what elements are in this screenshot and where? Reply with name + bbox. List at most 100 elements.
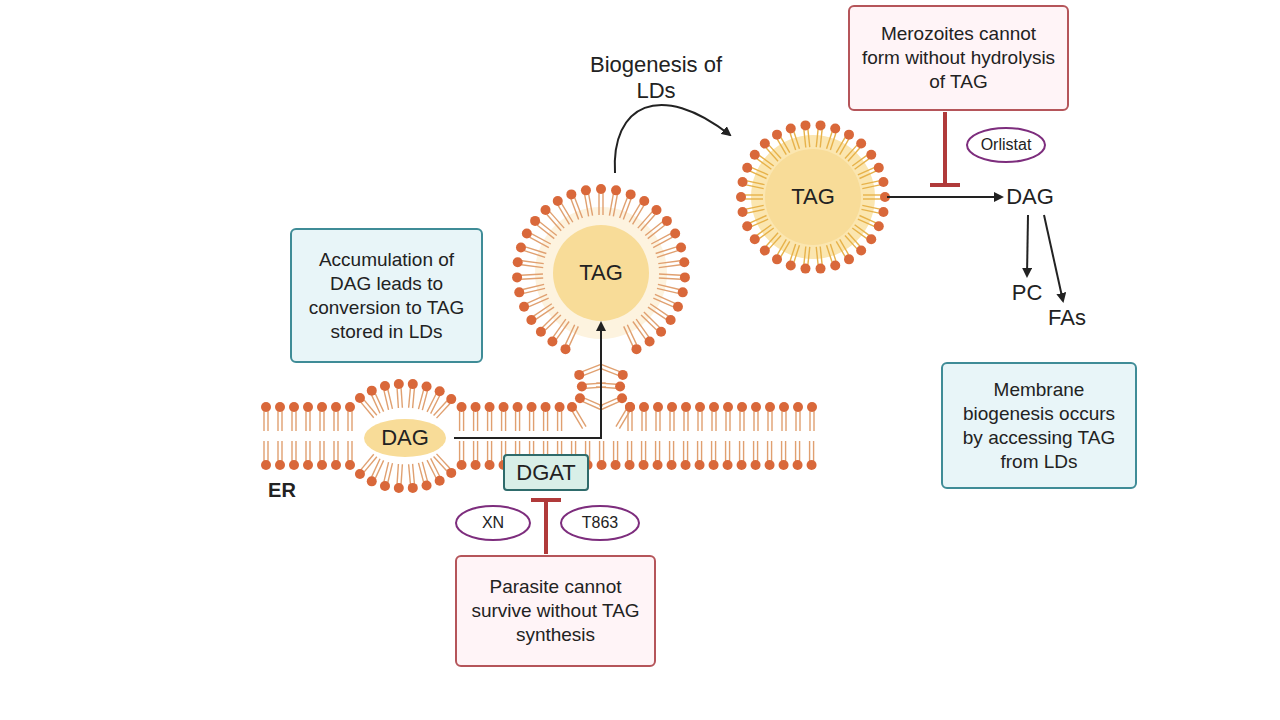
- lipid-tail: [859, 216, 875, 223]
- lipid-tail: [715, 441, 716, 461]
- lipid-tail: [794, 245, 800, 262]
- lipid-tail: [561, 411, 562, 431]
- lipid-tail: [777, 239, 786, 255]
- lipid-tail: [601, 364, 620, 371]
- lipid-tail: [739, 411, 740, 431]
- lipid-tail: [785, 411, 786, 431]
- lipid-tail: [659, 265, 681, 268]
- lipid-head: [345, 402, 355, 412]
- lipid-tail: [565, 325, 574, 345]
- lipid-tail: [418, 390, 423, 409]
- lipid-tail: [753, 411, 754, 431]
- lipid-tail: [602, 193, 603, 215]
- lipid-text: FAs: [1040, 303, 1094, 333]
- lipid-tail: [347, 441, 348, 461]
- lipid-tail: [384, 462, 389, 481]
- lipid-tail: [337, 441, 338, 461]
- lipid-head: [874, 163, 884, 173]
- lipid-head: [772, 254, 782, 264]
- lipid-tail: [281, 411, 282, 431]
- lipid-head: [793, 402, 803, 412]
- lipid-head: [345, 460, 355, 470]
- lipid-tail: [845, 235, 857, 248]
- lipid-head: [737, 402, 747, 412]
- lipid-tail: [263, 441, 264, 461]
- node-text: Orlistat: [981, 136, 1032, 154]
- lipid-head: [289, 402, 299, 412]
- lipid-head: [516, 243, 526, 253]
- lipid-tail: [840, 239, 849, 255]
- lipid-head: [709, 402, 719, 412]
- lipid-tail: [636, 319, 649, 337]
- lipid-tail: [855, 159, 870, 170]
- lipid-head: [830, 124, 840, 134]
- lipid-tail: [598, 193, 599, 215]
- lipid-head: [289, 460, 299, 470]
- lipid-tail: [323, 411, 324, 431]
- lipid-head: [596, 184, 606, 194]
- note-box: Accumulation of DAG leads to conversion …: [290, 228, 483, 363]
- lipid-head: [553, 196, 563, 206]
- lipid-tail: [766, 148, 778, 161]
- lipid-tail: [617, 441, 618, 461]
- lipid-tail: [473, 441, 474, 461]
- lipid-tail: [522, 261, 544, 264]
- node-text: PC: [1012, 280, 1043, 306]
- lipid-tail: [543, 411, 544, 431]
- lipid-tail: [584, 368, 603, 375]
- lipid-tail: [743, 411, 744, 431]
- lipid-head: [645, 337, 655, 347]
- lipid-head: [380, 381, 390, 391]
- node-text: TAG: [791, 184, 835, 210]
- lipid-head: [750, 150, 760, 160]
- lipid-tail: [729, 441, 730, 461]
- arrow-connector: [887, 197, 1002, 198]
- lipid-head: [738, 177, 748, 187]
- lipid-tail: [852, 228, 867, 239]
- lipid-head: [662, 216, 672, 226]
- note-box: Membrane biogenesis occurs by accessing …: [941, 362, 1137, 489]
- lipid-tail: [547, 411, 548, 431]
- arrow-connector: [1027, 215, 1028, 276]
- lipid-head: [513, 257, 523, 267]
- lipid-head: [670, 229, 680, 239]
- lipid-head: [611, 185, 621, 195]
- lipid-head: [800, 120, 810, 130]
- lipid-tail: [746, 185, 764, 189]
- lipid-head: [878, 177, 888, 187]
- lipid-head: [541, 402, 551, 412]
- lipid-tail: [388, 463, 393, 482]
- lipid-tail: [305, 411, 306, 431]
- lipid-tail: [585, 195, 589, 217]
- lipid-tail: [491, 411, 492, 431]
- lipid-tail: [333, 441, 334, 461]
- lipid-tail: [757, 159, 772, 170]
- lipid-tail: [862, 185, 880, 189]
- lipid-tail: [653, 237, 672, 247]
- lipid-tail: [808, 129, 810, 147]
- lipid-head: [639, 196, 649, 206]
- lipid-tail: [267, 411, 268, 431]
- lipid-tail: [863, 194, 881, 195]
- lipid-head: [625, 460, 635, 470]
- lipid-tail: [281, 441, 282, 461]
- lipid-tail: [319, 411, 320, 431]
- lipid-tail: [372, 459, 380, 477]
- lipid-head: [566, 189, 576, 199]
- note-box: Parasite cannot survive without TAG synt…: [455, 555, 656, 667]
- connector-line: [887, 196, 1002, 198]
- lipid-tail: [596, 383, 616, 384]
- lipid-tail: [521, 265, 543, 268]
- lipid-text: DAG: [1000, 181, 1060, 213]
- lipid-head: [530, 216, 540, 226]
- lipid-tail: [631, 441, 632, 461]
- lipid-tail: [659, 441, 660, 461]
- lipid-head: [577, 382, 587, 392]
- lipid-tail: [771, 441, 772, 461]
- lipid-tail: [799, 411, 800, 431]
- lipid-tail: [848, 233, 860, 246]
- lipid-tail: [808, 247, 810, 265]
- lipid-tail: [848, 148, 860, 161]
- lipid-head: [653, 402, 663, 412]
- lipid-head: [656, 327, 666, 337]
